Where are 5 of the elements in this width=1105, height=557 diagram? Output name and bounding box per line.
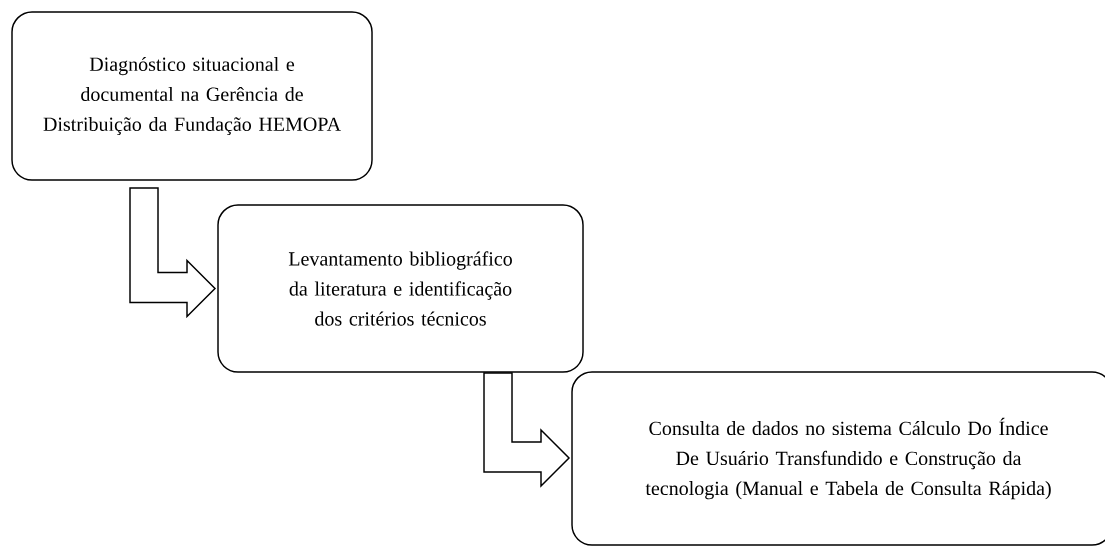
process-box: Consulta de dados no sistema Cálculo Do Índice De Usuário Transfundido e Construção da tecnologia (Manual e Tabela de Consulta Rápida) xyxy=(571,371,1105,546)
block-arrow xyxy=(483,372,571,488)
process-box: Levantamento bibliográfico da literatura e identificação dos critérios técnicos xyxy=(217,204,584,373)
process-box: Diagnóstico situacional e documental na Gerência de Distribuição da Fundação HEMOPA xyxy=(11,11,373,181)
block-arrow xyxy=(129,187,217,319)
